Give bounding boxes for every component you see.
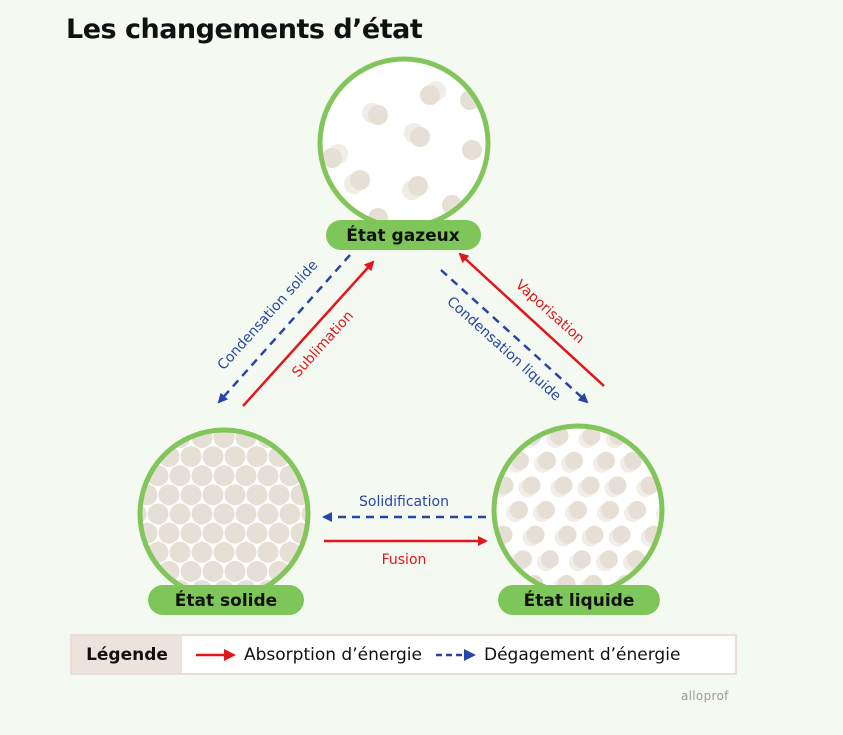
legend-degagement-label: Dégagement d’énergie — [483, 644, 681, 665]
dashed-blue-arrow-icon — [435, 648, 476, 661]
liquid-state-circle — [491, 423, 665, 597]
svg-text:État gazeux: État gazeux — [346, 224, 459, 246]
svg-text:État solide: État solide — [175, 589, 277, 611]
gas-state-circle — [317, 56, 491, 230]
sublimation-arrow — [242, 260, 375, 407]
solidification-label: Solidification — [359, 494, 449, 510]
vaporisation-arrow — [458, 252, 605, 387]
legend-absorption-label: Absorption d’énergie — [244, 644, 422, 665]
fusion-label: Fusion — [382, 552, 427, 568]
page-title: Les changements d’état — [66, 14, 423, 45]
gas-state-label: État gazeux — [326, 220, 481, 250]
legend: Légende Absorption d’énergie Dégagement … — [70, 634, 737, 675]
condensation-solide-arrow — [217, 254, 351, 404]
alloprof-logo: alloprof — [681, 689, 729, 703]
condensation-liquide-arrow — [440, 269, 589, 404]
legend-heading: Légende — [72, 636, 182, 673]
solid-red-arrow-icon — [196, 648, 236, 661]
legend-degagement: Dégagement d’énergie — [435, 644, 681, 665]
liquid-state-label: État liquide — [498, 585, 660, 615]
legend-absorption: Absorption d’énergie — [196, 645, 422, 665]
solid-state-label: État solide — [148, 585, 304, 615]
solid-state-circle — [137, 427, 311, 601]
svg-text:État liquide: État liquide — [524, 589, 635, 611]
